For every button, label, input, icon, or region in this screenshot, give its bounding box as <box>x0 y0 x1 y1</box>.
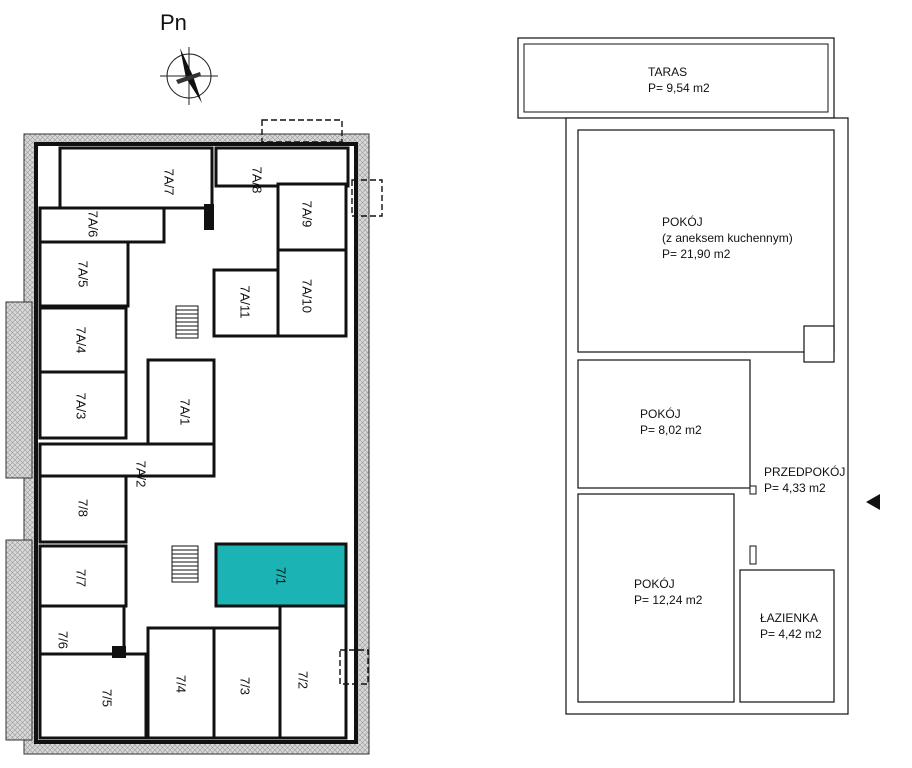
balcony-hatch-west-bottom <box>5 539 33 741</box>
unit-labels: 7A/7 7A/8 7A/9 7A/6 7A/5 7A/11 7A/10 7A/4 7A/3 7A… <box>56 167 315 707</box>
compass-icon <box>160 47 218 105</box>
unit-cell-7A-7 <box>58 146 214 210</box>
room-pokoj-small <box>577 359 751 489</box>
pokoj-3-name: POKÓJ <box>634 576 675 591</box>
unit-cell-7A-3 <box>38 370 128 440</box>
unit-cell-7A-5 <box>38 240 130 308</box>
pokoj-small-name: POKÓJ <box>640 406 681 421</box>
room-pokoj-3 <box>577 493 735 703</box>
lazienka-area: P= 4,42 m2 <box>760 627 822 641</box>
pokoj-small-area: P= 8,02 m2 <box>640 423 702 437</box>
pokoj-main-note: (z aneksem kuchennym) <box>662 231 793 245</box>
apartment-plan: TARAS P= 9,54 m2 POKÓJ (z aneksem kuchen… <box>517 37 880 715</box>
unit-cell-7-5 <box>38 652 148 740</box>
stairwell-south <box>171 545 199 583</box>
unit-label-7A-8: 7A/8 <box>250 167 265 194</box>
balcony-hatch-west-top <box>5 301 33 479</box>
unit-cell-7-7 <box>38 544 128 608</box>
unit-label-7A-6: 7A/6 <box>86 211 101 238</box>
building-plan: 7A/7 7A/8 7A/9 7A/6 7A/5 7A/11 7A/10 7A/4 7A/3 7A… <box>5 119 383 755</box>
unit-label-7-2: 7/2 <box>296 671 311 689</box>
unit-label-7A-1: 7A/1 <box>178 399 193 426</box>
unit-label-7-6: 7/6 <box>56 631 71 649</box>
unit-7-1-highlight[interactable] <box>214 542 348 608</box>
lazienka-name: ŁAZIENKA <box>760 611 818 625</box>
shaft-north <box>204 204 214 230</box>
unit-label-7-8: 7/8 <box>76 499 91 517</box>
unit-cell-7A-2 <box>38 442 216 478</box>
unit-label-7A-10: 7A/10 <box>300 279 315 313</box>
przedpokoj-area: P= 4,33 m2 <box>764 481 826 495</box>
north-label: Pn <box>160 10 187 35</box>
unit-cell-7A-8 <box>214 146 350 188</box>
unit-label-7A-9: 7A/9 <box>300 201 315 228</box>
unit-cell-7-8 <box>38 474 128 544</box>
unit-cell-7A-11 <box>212 268 280 338</box>
unit-label-7A-4: 7A/4 <box>74 327 89 354</box>
unit-label-7A-11: 7A/11 <box>238 285 253 318</box>
unit-label-7-7: 7/7 <box>74 569 89 587</box>
room-lazienka <box>739 569 835 703</box>
pokoj-3-area: P= 12,24 m2 <box>634 593 703 607</box>
pokoj-main-area: P= 21,90 m2 <box>662 247 731 261</box>
unit-label-7A-2: 7A/2 <box>134 461 149 488</box>
unit-cell-7-2 <box>278 604 348 740</box>
bay-outlines <box>261 119 383 685</box>
shaft-south <box>112 646 126 658</box>
unit-label-7-1: 7/1 <box>274 567 289 585</box>
stairwell-north <box>175 305 199 339</box>
unit-label-7-4: 7/4 <box>174 675 189 693</box>
unit-cell-7A-9 <box>276 182 348 252</box>
unit-cell-7A-6 <box>38 206 166 244</box>
unit-label-7-3: 7/3 <box>238 677 253 695</box>
taras-name: TARAS <box>648 65 687 79</box>
taras-area: P= 9,54 m2 <box>648 81 710 95</box>
room-taras <box>517 37 835 119</box>
north-compass: Pn <box>160 10 218 105</box>
room-pokoj-main <box>577 129 835 353</box>
unit-cell-7A-10 <box>276 248 348 338</box>
unit-label-7A-7: 7A/7 <box>162 169 177 196</box>
unit-label-7-5: 7/5 <box>100 689 115 707</box>
przedpokoj-name: PRZEDPOKÓJ <box>764 464 845 479</box>
pokoj-main-name: POKÓJ <box>662 214 703 229</box>
unit-label-7A-5: 7A/5 <box>76 261 91 288</box>
unit-label-7A-3: 7A/3 <box>74 393 89 420</box>
unit-cell-7-3 <box>212 626 282 740</box>
entrance-arrow-icon <box>866 494 880 510</box>
